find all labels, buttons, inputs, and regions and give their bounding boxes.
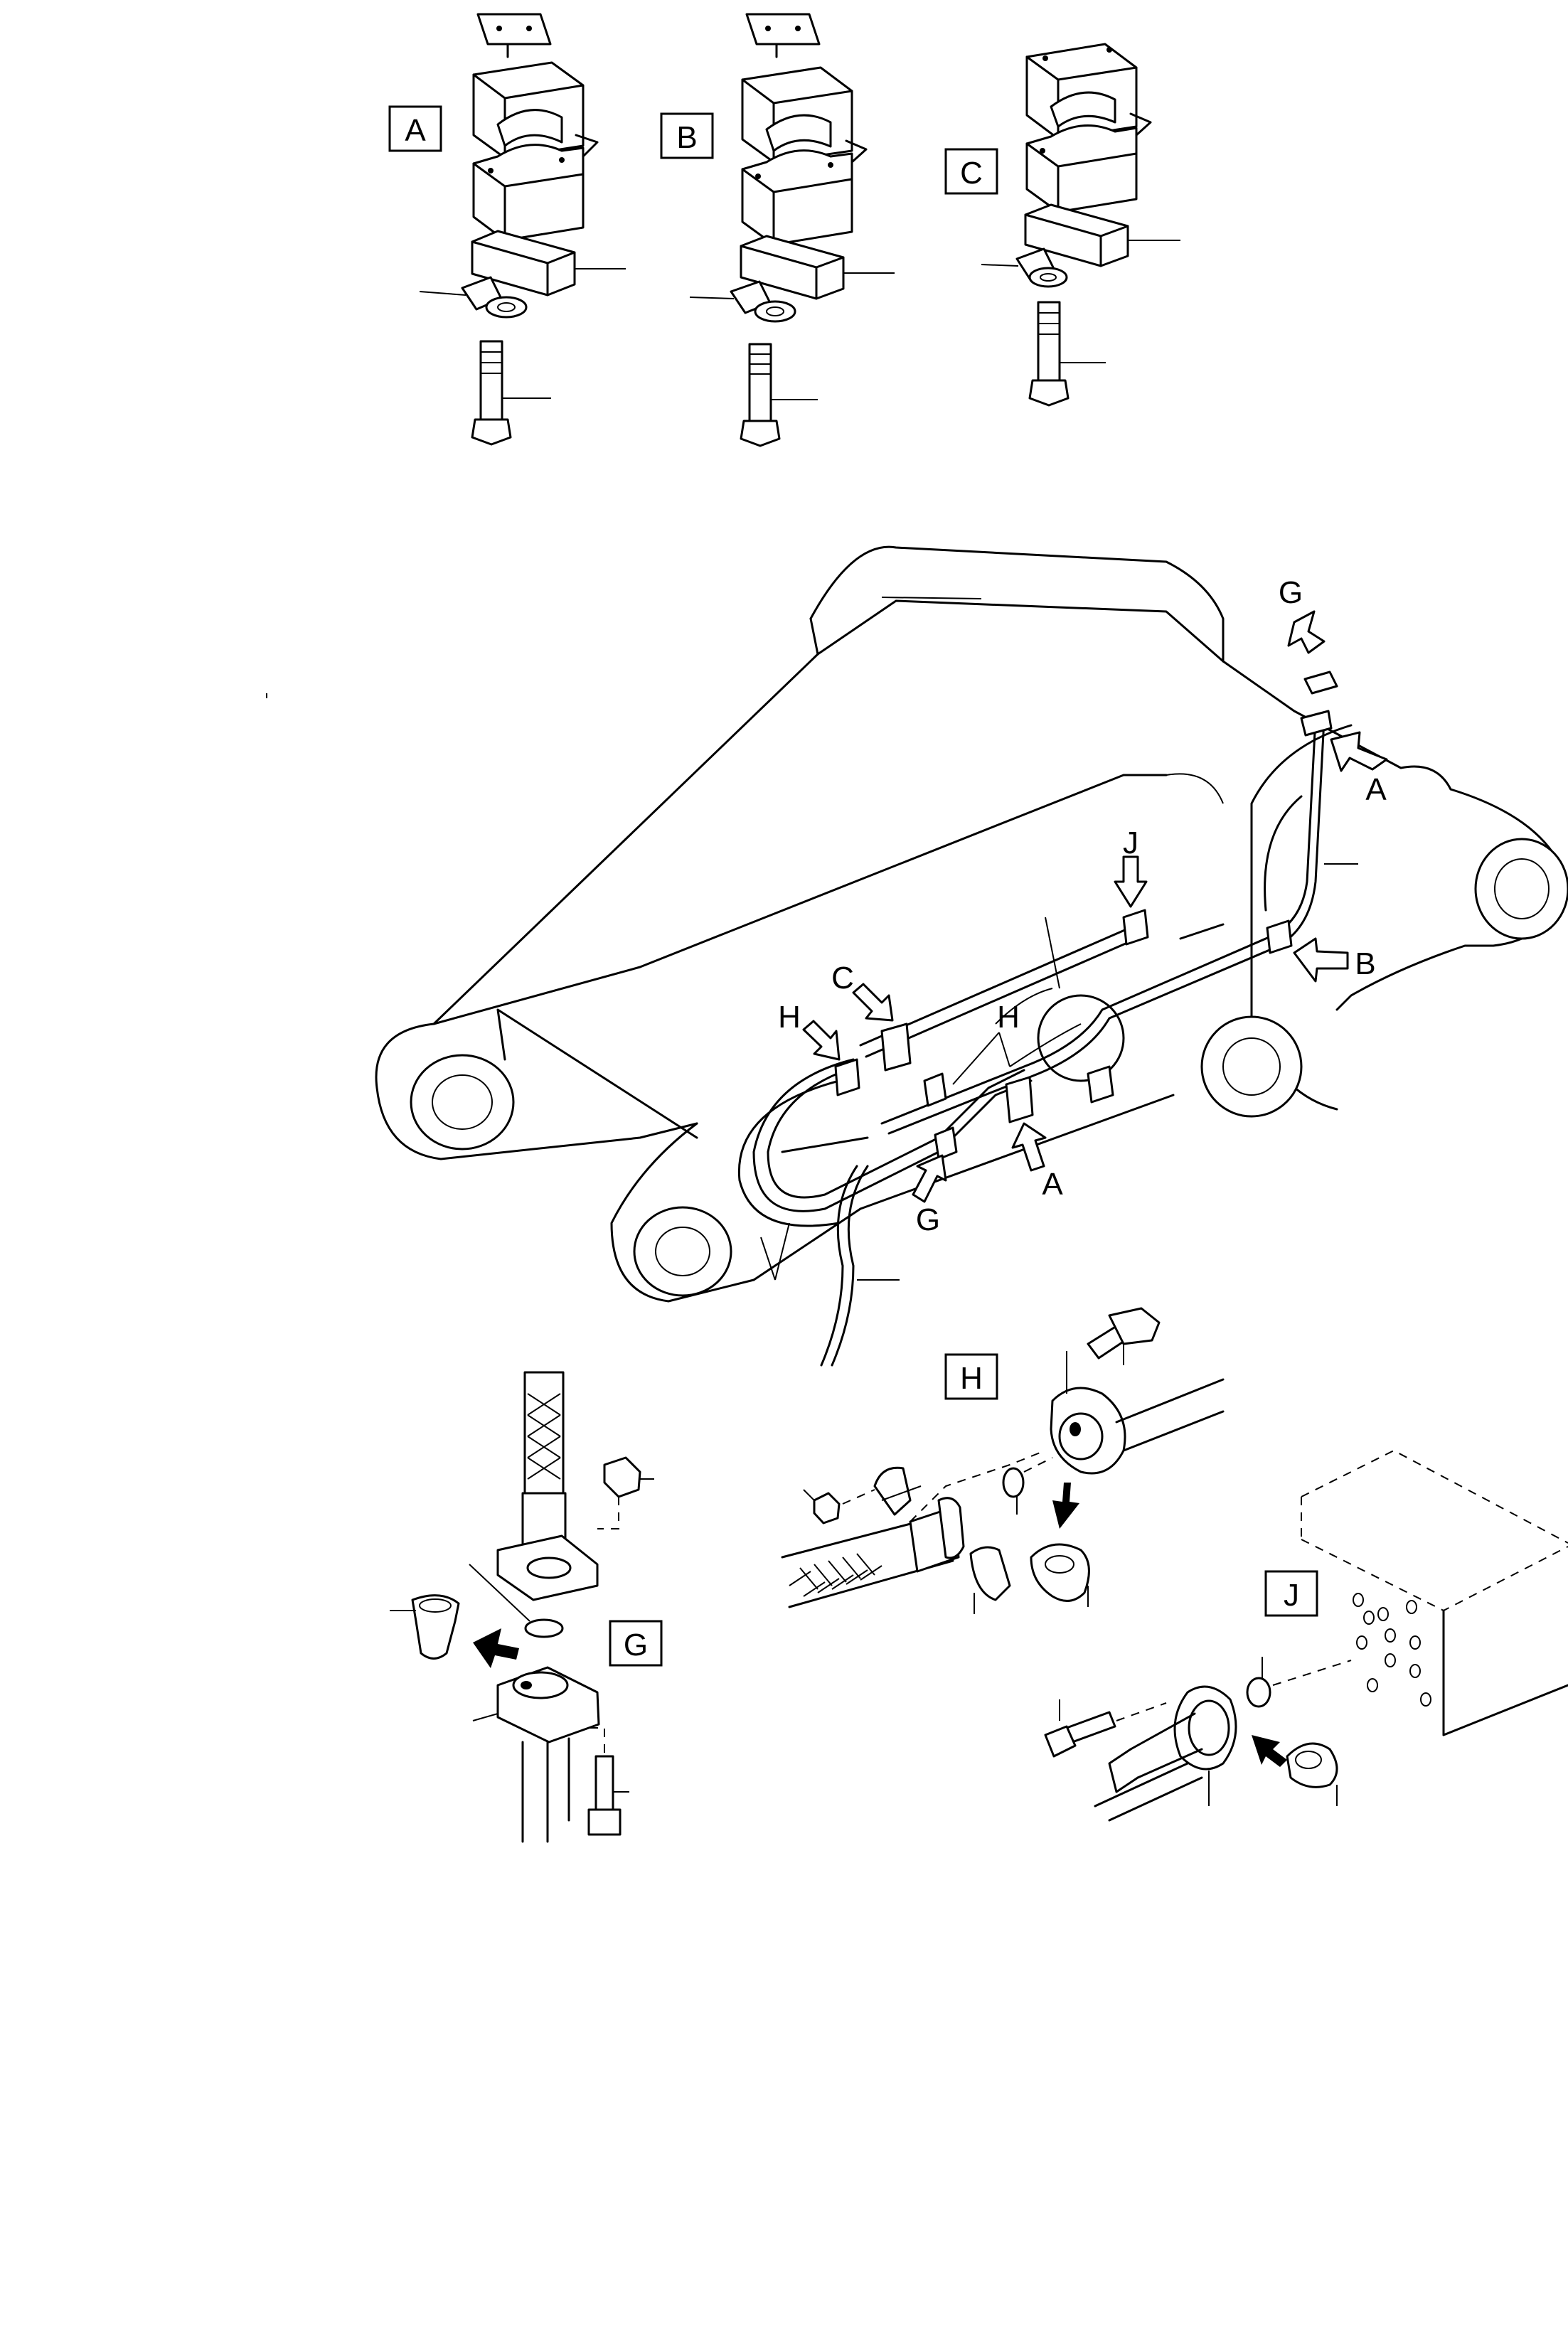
detail-g-label: G bbox=[624, 1628, 648, 1662]
clamp-assembly-b: B bbox=[660, 13, 895, 447]
detail-a-label: A bbox=[405, 113, 426, 148]
clamp-a-bottom bbox=[1005, 1076, 1034, 1123]
flange-h-left bbox=[834, 1058, 860, 1096]
clamp-c bbox=[880, 1022, 912, 1072]
arrow-j-label: J bbox=[1123, 826, 1138, 860]
arrow-h-left-label: H bbox=[778, 1000, 801, 1035]
arrow-b-label: B bbox=[1355, 946, 1375, 981]
callout-arrows: G A B J C H H G A bbox=[778, 575, 1388, 1237]
detail-h-label: H bbox=[960, 1361, 983, 1396]
hydraulic-lines bbox=[737, 671, 1358, 1367]
detail-g-hose-flange: G bbox=[390, 1371, 663, 1843]
boom-structure bbox=[375, 545, 1568, 1303]
arrow-a-top-label: A bbox=[1365, 772, 1387, 807]
clamp-b bbox=[1266, 919, 1293, 954]
clamp-assembly-a: A bbox=[388, 13, 626, 446]
detail-h-label-box bbox=[944, 1353, 998, 1400]
clamp-assembly-c: C bbox=[944, 43, 1180, 407]
detail-h-hose-flange: H bbox=[781, 1307, 1225, 1614]
flange-h-mid bbox=[923, 1072, 947, 1107]
block-port-holes bbox=[1353, 1593, 1431, 1707]
detail-c-label-box bbox=[944, 148, 998, 195]
arrow-a-bottom-label: A bbox=[1042, 1167, 1063, 1202]
detail-j-label-box bbox=[1264, 1570, 1318, 1617]
block-j bbox=[1122, 909, 1149, 946]
arrow-g-bottom-label: G bbox=[916, 1202, 940, 1237]
detail-b-label: B bbox=[676, 120, 697, 155]
arrow-h-mid-label: H bbox=[997, 1000, 1020, 1035]
detail-a-label-box bbox=[388, 105, 442, 152]
detail-j-block-port: J bbox=[1044, 1449, 1568, 1822]
clamp-a-top bbox=[1300, 710, 1333, 737]
detail-b-label-box bbox=[660, 112, 714, 159]
detail-g-label-box bbox=[609, 1620, 663, 1667]
flange-g-bottom bbox=[934, 1126, 958, 1160]
arrow-g-top-label: G bbox=[1279, 575, 1303, 610]
detail-c-label: C bbox=[960, 156, 983, 191]
arrow-c-label: C bbox=[831, 961, 854, 995]
detail-j-label: J bbox=[1284, 1578, 1299, 1613]
clamp-g-top bbox=[1303, 671, 1338, 695]
